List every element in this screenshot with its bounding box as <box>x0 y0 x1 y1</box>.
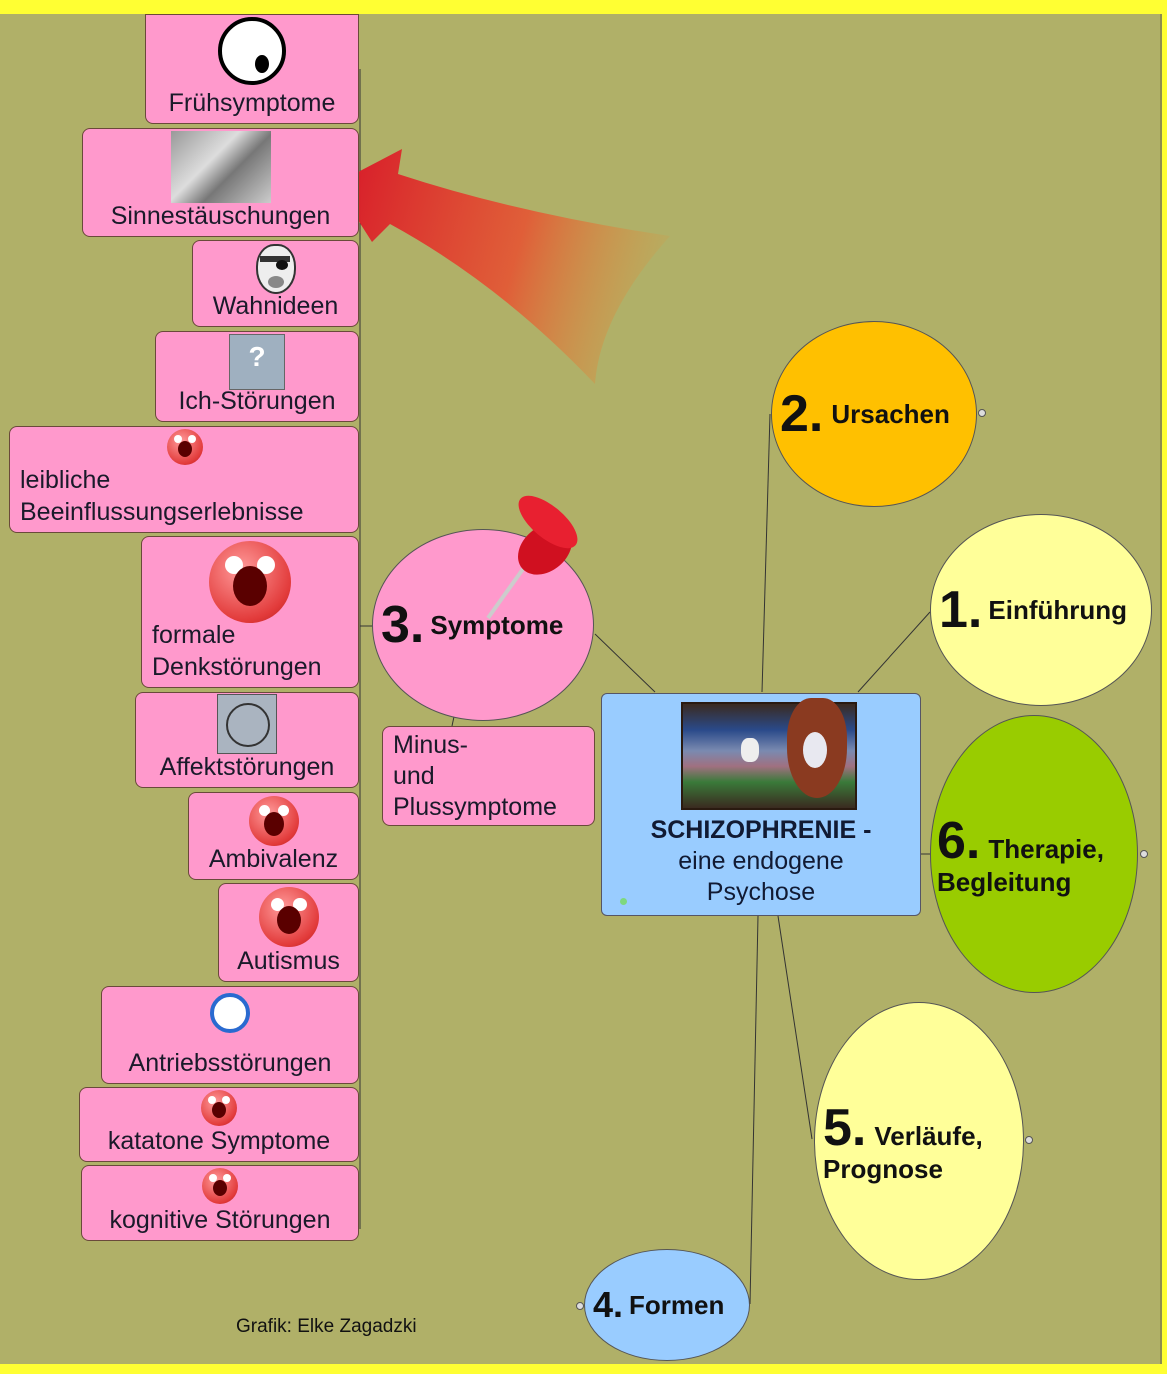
node-antriebsstoerungen[interactable]: Antriebsstörungen <box>101 986 359 1084</box>
node-formale-denkstoerungen[interactable]: formale Denkstörungen <box>141 536 359 688</box>
node-label: formale Denkstörungen <box>152 621 322 681</box>
node-label: Affektstörungen <box>159 753 335 781</box>
node-label: Ich-Störungen <box>178 387 336 415</box>
branch-number: 2. <box>780 385 824 443</box>
node-label: Ambivalenz <box>208 845 339 873</box>
alarm-clock-icon <box>210 993 250 1033</box>
node-label: leibliche Beeinflussungserlebnisse <box>20 466 304 526</box>
mindmap-canvas: Frühsymptome Sinnestäuschungen Wahnideen… <box>0 14 1162 1364</box>
branch-number: 4. <box>593 1284 624 1325</box>
branch-number: 1. <box>939 581 983 639</box>
branch-symptome[interactable]: 3. Symptome <box>372 529 594 721</box>
sad-face-icon <box>218 17 286 85</box>
node-ambivalenz[interactable]: Ambivalenz <box>188 792 359 880</box>
branch-therapie[interactable]: 6.Therapie, Begleitung <box>930 715 1138 993</box>
connector-lines <box>335 69 931 1305</box>
node-kognitive-stoerungen[interactable]: kognitive Störungen <box>81 1165 359 1241</box>
node-label: Antriebsstörungen <box>128 1049 332 1077</box>
question-person-icon: ? <box>229 334 285 390</box>
branch-label-2: Begleitung <box>937 866 1072 897</box>
crying-face-icon <box>217 694 277 754</box>
screaming-face-icon <box>258 887 319 947</box>
collapse-toggle[interactable] <box>576 1302 584 1310</box>
branch-label: Symptome <box>430 609 564 640</box>
node-label: katatone Symptome <box>107 1127 331 1155</box>
branch-number: 6. <box>937 811 981 870</box>
collapse-toggle[interactable] <box>1140 850 1148 858</box>
node-label: Wahnideen <box>212 292 339 320</box>
node-label: kognitive Störungen <box>109 1206 331 1234</box>
center-node[interactable]: SCHIZOPHRENIE - eine endogene Psychose <box>601 693 921 916</box>
center-title: SCHIZOPHRENIE - <box>650 816 872 844</box>
node-ich-stoerungen[interactable]: ? Ich-Störungen <box>155 331 359 422</box>
node-sinnestaeuschungen[interactable]: Sinnestäuschungen <box>82 128 359 237</box>
highlight-arrow <box>335 149 670 384</box>
branch-number: 5. <box>823 1098 867 1157</box>
node-label: Frühsymptome <box>168 89 336 117</box>
surreal-painting-icon <box>681 698 857 810</box>
screaming-face-icon <box>167 429 203 465</box>
screaming-face-icon <box>201 1090 237 1126</box>
node-label: Autismus <box>237 947 340 975</box>
node-label: Sinnestäuschungen <box>110 202 331 230</box>
branch-label: Ursachen <box>831 398 950 429</box>
branch-label: Einführung <box>988 594 1128 625</box>
branch-number: 3. <box>381 596 425 654</box>
collapse-toggle[interactable] <box>978 409 986 417</box>
branch-verlaeufe[interactable]: 5.Verläufe, Prognose <box>814 1002 1024 1280</box>
branch-label: Formen <box>629 1289 725 1320</box>
node-leibliche-beeinflussung[interactable]: leibliche Beeinflussungserlebnisse <box>9 426 359 533</box>
minus-plus-symptome-note[interactable]: Minus- und Plussymptome <box>382 726 595 826</box>
credit-text: Grafik: Elke Zagadzki <box>236 1316 417 1337</box>
screaming-face-icon <box>248 796 299 846</box>
pirate-face-icon <box>255 244 296 294</box>
collapse-toggle[interactable] <box>1025 1136 1033 1144</box>
branch-einfuehrung[interactable]: 1. Einführung <box>930 514 1152 706</box>
screaming-face-icon <box>209 541 291 623</box>
center-subtitle: eine endogene Psychose <box>678 847 844 906</box>
branch-label: Verläufe, <box>874 1120 983 1151</box>
node-katatone-symptome[interactable]: katatone Symptome <box>79 1087 359 1162</box>
node-wahnideen[interactable]: Wahnideen <box>192 240 359 327</box>
node-affektstoerungen[interactable]: Affektstörungen <box>135 692 359 788</box>
node-autismus[interactable]: Autismus <box>218 883 359 982</box>
branch-ursachen[interactable]: 2. Ursachen <box>771 321 977 507</box>
status-dot-icon <box>620 898 627 905</box>
note-label: Minus- und Plussymptome <box>393 731 557 821</box>
sketch-image-icon <box>170 131 271 203</box>
branch-label-2: Prognose <box>823 1153 943 1184</box>
node-fruehsymptome[interactable]: Frühsymptome <box>145 14 359 124</box>
screaming-face-icon <box>202 1168 238 1204</box>
branch-label: Therapie, <box>988 833 1104 864</box>
branch-formen[interactable]: 4. Formen <box>584 1249 750 1361</box>
